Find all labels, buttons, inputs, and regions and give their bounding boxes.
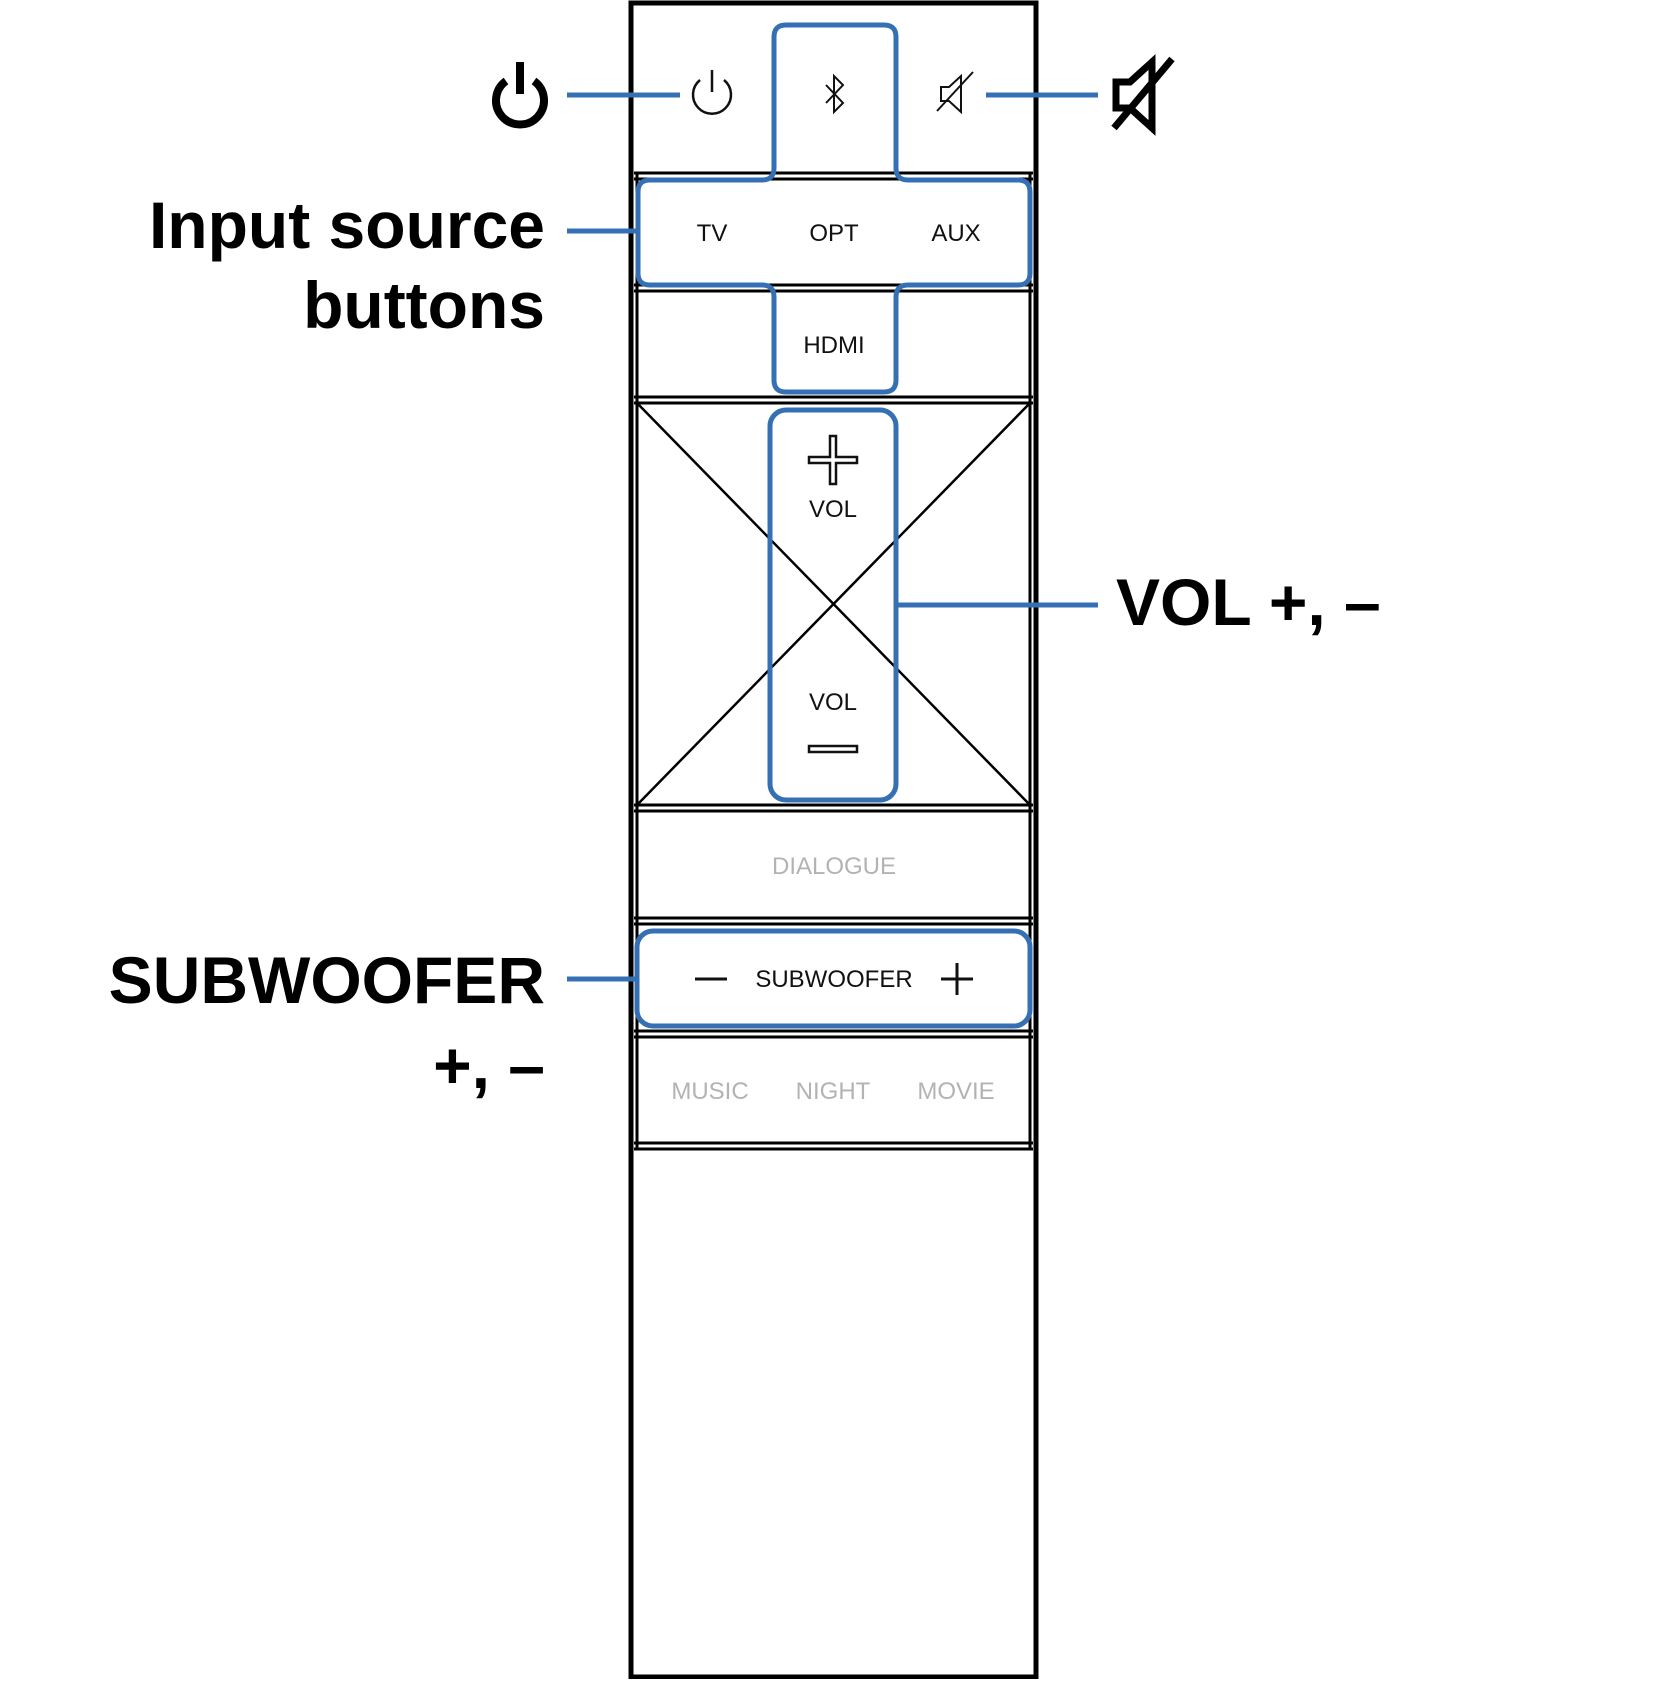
power-callout-icon <box>492 62 548 129</box>
vol-down-label: VOL <box>809 689 857 716</box>
movie-button[interactable]: MOVIE <box>917 1078 994 1105</box>
bluetooth-icon <box>825 73 845 115</box>
mute-button[interactable] <box>936 71 974 115</box>
mute-callout-icon <box>1111 54 1175 136</box>
power-icon <box>691 70 733 115</box>
subwoofer-plus-button[interactable] <box>941 963 973 995</box>
plus-icon <box>941 963 973 995</box>
subwoofer-label: SUBWOOFER <box>755 966 912 993</box>
subwoofer-callout-line2: +, – <box>433 1028 545 1102</box>
night-button[interactable]: NIGHT <box>796 1078 871 1105</box>
bluetooth-button[interactable] <box>825 73 845 115</box>
leader-lines <box>567 92 1098 982</box>
input-source-highlight <box>635 22 1033 395</box>
remote-body <box>628 0 1039 1680</box>
minus-icon <box>807 744 859 754</box>
dialogue-button[interactable]: DIALOGUE <box>772 853 896 880</box>
power-button[interactable] <box>691 70 733 115</box>
plus-icon <box>807 434 859 486</box>
music-button[interactable]: MUSIC <box>671 1078 748 1105</box>
opt-button[interactable]: OPT <box>809 220 859 247</box>
tv-button[interactable]: TV <box>697 220 728 247</box>
vol-callout: VOL +, – <box>1116 565 1381 639</box>
vol-up-button[interactable]: VOL <box>807 434 859 523</box>
vol-up-label: VOL <box>809 496 857 523</box>
hdmi-button[interactable]: HDMI <box>803 332 864 359</box>
aux-button[interactable]: AUX <box>931 220 980 247</box>
input-source-callout-line1: Input source <box>149 188 545 262</box>
vol-down-button[interactable]: VOL <box>807 689 859 754</box>
mute-icon <box>936 71 974 115</box>
input-source-callout-line2: buttons <box>303 268 545 342</box>
subwoofer-callout-line1: SUBWOOFER <box>109 943 545 1017</box>
